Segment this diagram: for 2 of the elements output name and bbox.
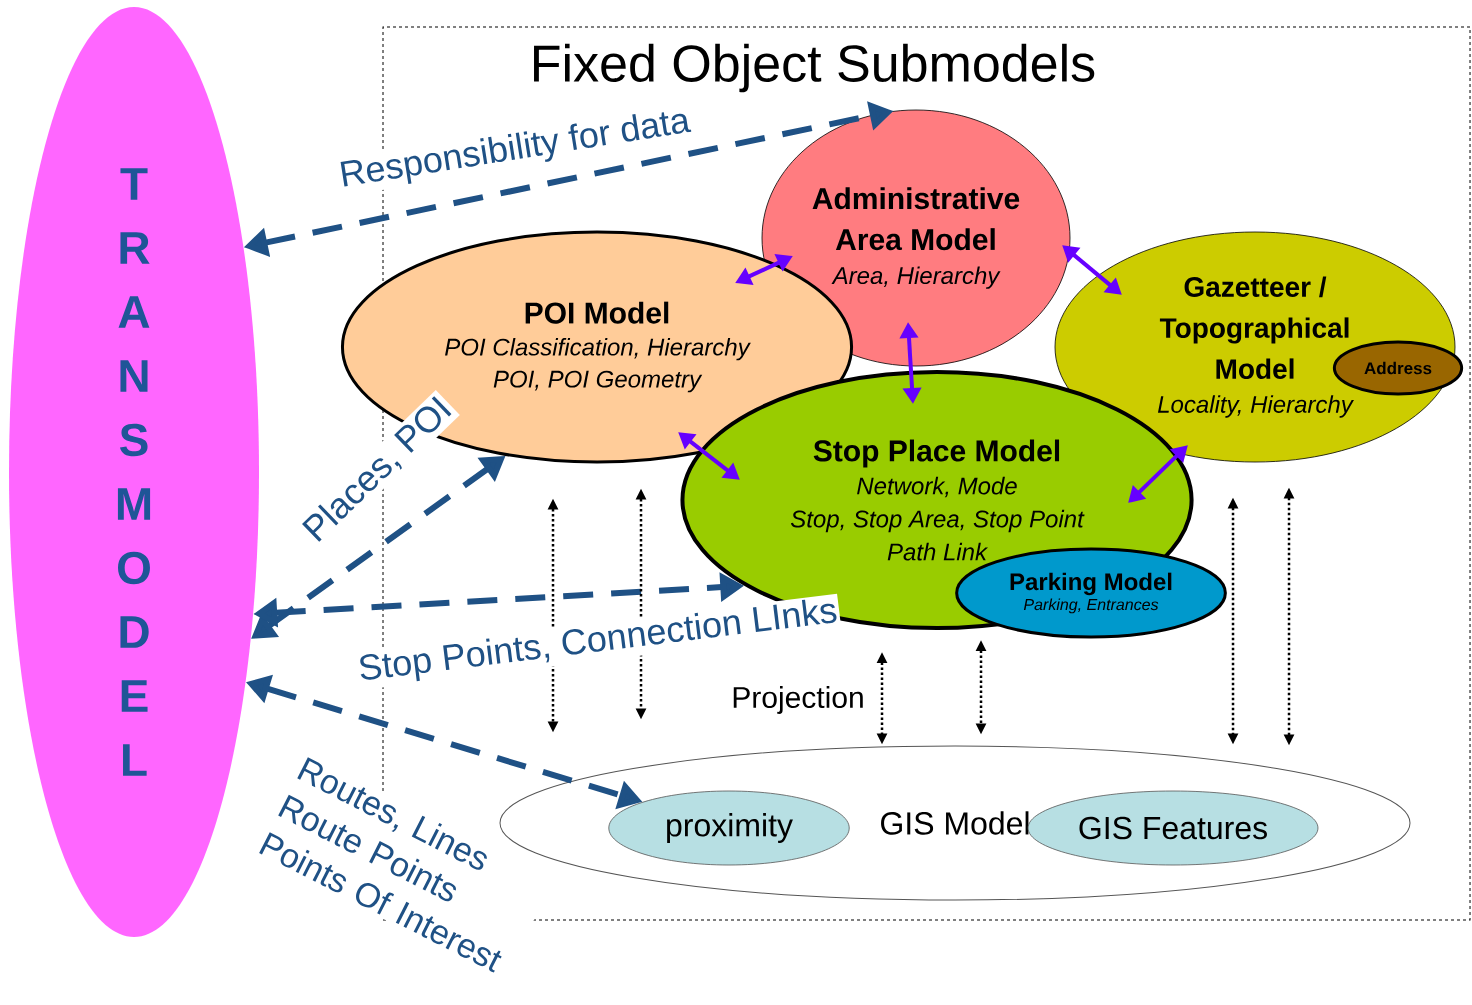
arrow — [1128, 445, 1188, 503]
edge-label: Responsibility for data — [335, 103, 695, 197]
